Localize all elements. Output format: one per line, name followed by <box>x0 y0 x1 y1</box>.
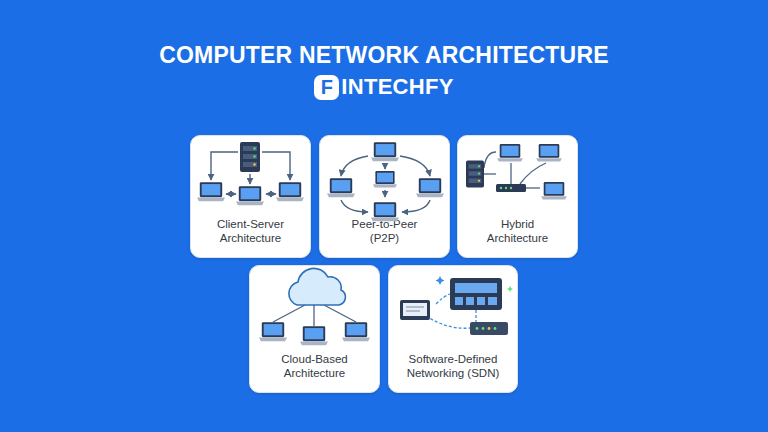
architecture-card: Hybrid Architecture <box>457 135 578 258</box>
card-label: Cloud-Based Architecture <box>270 352 360 380</box>
card-label: Peer-to-Peer (P2P) <box>343 217 427 245</box>
architecture-card: Peer-to-Peer (P2P) <box>319 135 450 258</box>
brand-name: INTECHFY <box>341 74 453 100</box>
architecture-card: Client-Server Architecture <box>190 135 311 258</box>
logo-mark: F <box>314 75 339 100</box>
card-label: Software-Defined Networking (SDN) <box>397 352 509 380</box>
card-label: Client-Server Architecture <box>201 217 301 245</box>
page-title: COMPUTER NETWORK ARCHITECTURE <box>0 42 768 69</box>
architecture-card: Cloud-Based Architecture <box>249 265 380 393</box>
architecture-card: Software-Defined Networking (SDN) <box>388 265 518 393</box>
brand-logo: FINTECHFY <box>0 72 768 102</box>
card-label: Hybrid Architecture <box>473 217 563 245</box>
